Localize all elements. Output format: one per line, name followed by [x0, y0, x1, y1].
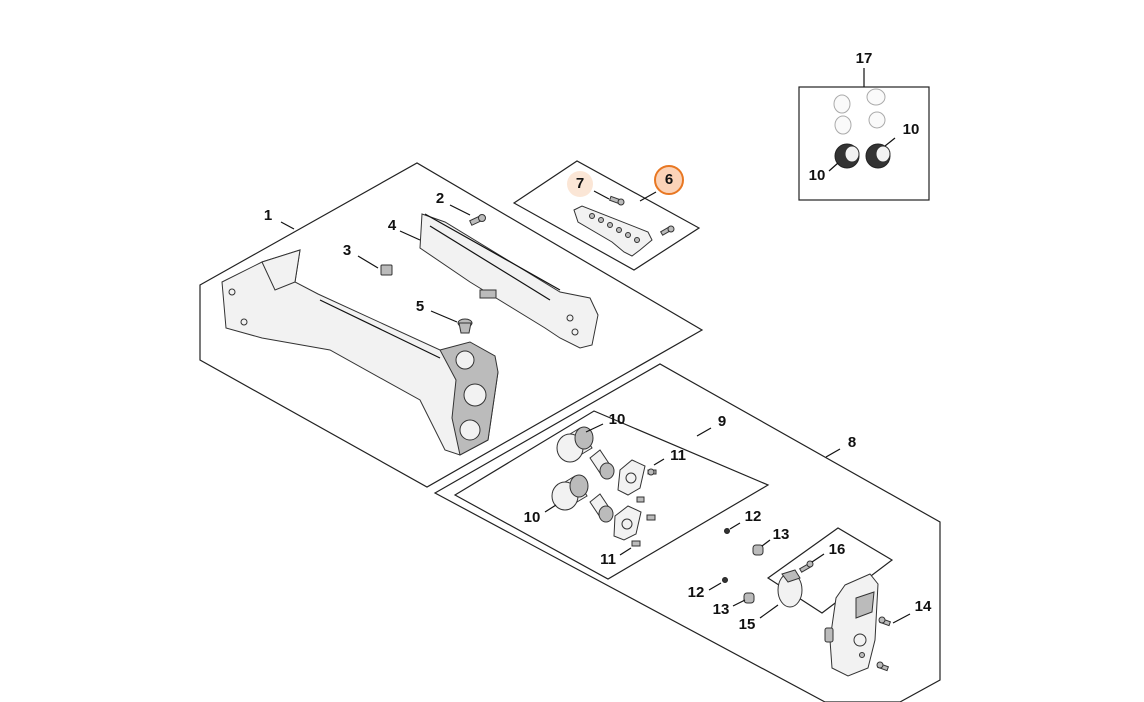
callout-7[interactable]: 7 [576, 175, 584, 192]
callout-15[interactable]: 15 [739, 616, 756, 633]
screw-part-11-upper-b[interactable] [636, 496, 645, 503]
leader-10-kit-left [828, 162, 839, 172]
grommet-part-5[interactable] [457, 318, 473, 334]
leader-14 [892, 613, 911, 624]
leader-6 [639, 191, 657, 202]
screw-part-11-lower-b[interactable] [631, 540, 641, 547]
leader-5 [430, 310, 458, 323]
screw-part-11-lower-a[interactable] [646, 514, 656, 521]
callout-3[interactable]: 3 [343, 242, 351, 259]
callout-4[interactable]: 4 [388, 217, 397, 234]
spring-mount-upper[interactable] [589, 449, 615, 480]
cover-part[interactable] [419, 213, 599, 349]
screw-part-11-upper[interactable] [647, 468, 657, 476]
gasket-plate-upper[interactable] [617, 459, 646, 496]
spring-mount-lower[interactable] [589, 493, 614, 523]
buffer-part-10-kit-left[interactable] [834, 143, 860, 169]
bracket-part-6[interactable] [573, 205, 653, 257]
callout-13-upper[interactable]: 13 [773, 526, 790, 543]
callout-9[interactable]: 9 [718, 413, 726, 430]
leader-3 [357, 255, 379, 269]
callout-6[interactable]: 6 [665, 171, 673, 188]
callout-16[interactable]: 16 [829, 541, 846, 558]
leader-4 [399, 230, 421, 241]
ghost-buffer-parts [833, 88, 886, 135]
callout-10-lower[interactable]: 10 [524, 509, 541, 526]
leader-11-lower [619, 547, 632, 556]
callout-6-highlight[interactable] [654, 165, 684, 195]
screw-part-2[interactable] [469, 214, 486, 226]
group-frame-1 [199, 162, 704, 488]
buffer-part-10-upper[interactable] [556, 426, 594, 463]
leader-8 [825, 448, 841, 458]
screw-part-16[interactable] [798, 560, 814, 573]
sleeve-part-13-lower[interactable] [743, 592, 755, 604]
callout-10-kit-left[interactable]: 10 [809, 167, 826, 184]
pin-part-12-lower[interactable] [722, 577, 728, 583]
callout-14[interactable]: 14 [915, 598, 932, 615]
group-frame-6 [512, 160, 701, 271]
leader-16 [811, 553, 825, 563]
leader-13-upper [761, 539, 771, 547]
screw-part-14-upper[interactable] [878, 616, 892, 627]
group-frame-8 [433, 363, 941, 702]
nut-part-3[interactable] [380, 264, 393, 276]
group-frame-9 [453, 410, 770, 580]
handle-cover-part[interactable] [824, 573, 879, 677]
callout-2[interactable]: 2 [436, 190, 444, 207]
callout-10-upper[interactable]: 10 [609, 411, 626, 428]
clamp-part-15[interactable] [777, 569, 803, 608]
pin-part-12-upper[interactable] [724, 528, 730, 534]
leader-12-lower [708, 582, 722, 591]
leader-1 [280, 221, 295, 230]
housing-part[interactable] [221, 249, 499, 456]
leader-15 [759, 604, 779, 619]
sleeve-part-13-upper[interactable] [752, 544, 764, 556]
callout-10-kit-right[interactable]: 10 [903, 121, 920, 138]
callout-17[interactable]: 17 [856, 50, 873, 67]
buffer-part-10-kit-right[interactable] [865, 143, 891, 169]
leader-7 [593, 190, 610, 200]
callout-7-highlight[interactable] [567, 171, 593, 197]
callout-8[interactable]: 8 [848, 434, 856, 451]
leader-10-upper [585, 423, 604, 433]
leader-13-lower [732, 599, 746, 607]
screw-part-6b[interactable] [659, 225, 675, 236]
leader-2 [449, 204, 471, 216]
leader-9 [696, 427, 712, 437]
callout-12-lower[interactable]: 12 [688, 584, 705, 601]
buffer-part-10-lower[interactable] [551, 474, 589, 511]
leader-11-upper [653, 458, 665, 466]
leader-10-lower [544, 504, 557, 513]
group-frame-15 [766, 527, 894, 614]
leader-10-kit-right [884, 137, 896, 147]
callout-5[interactable]: 5 [416, 298, 424, 315]
callout-12-upper[interactable]: 12 [745, 508, 762, 525]
screw-part-14-lower[interactable] [876, 661, 890, 672]
callout-13-lower[interactable]: 13 [713, 601, 730, 618]
callout-1[interactable]: 1 [264, 207, 272, 224]
gasket-plate-lower[interactable] [613, 505, 642, 541]
screw-part-7[interactable] [608, 195, 625, 206]
leader-12-upper [729, 522, 741, 530]
callout-11-lower[interactable]: 11 [600, 551, 616, 568]
callout-11-upper[interactable]: 11 [670, 447, 686, 464]
